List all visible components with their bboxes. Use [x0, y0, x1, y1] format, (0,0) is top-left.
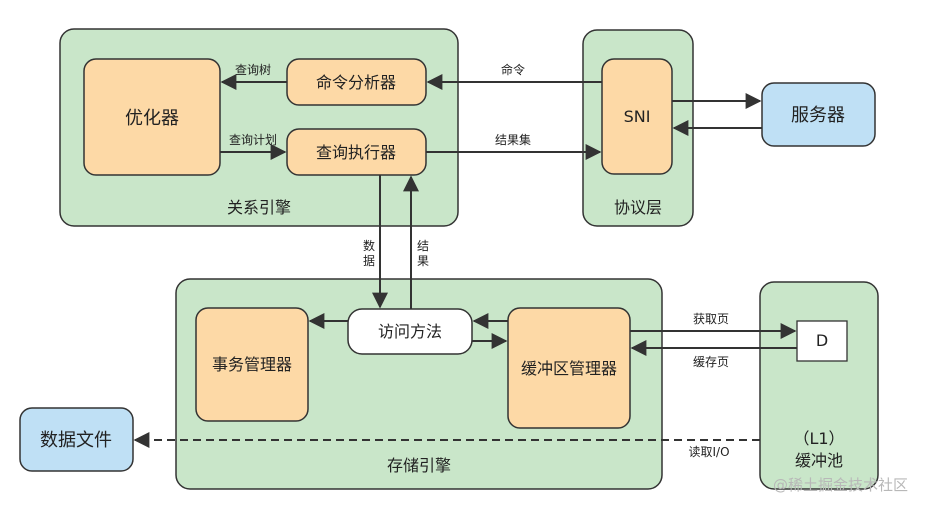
label-query-tree: 查询树 [235, 62, 271, 77]
optimizer-label: 优化器 [125, 108, 179, 129]
label-data-1: 数 [363, 238, 375, 253]
transaction-manager-box [195, 307, 309, 422]
label-result-1: 结 [417, 239, 429, 253]
page-d-box [796, 320, 848, 362]
protocol-layer-label: 协议层 [614, 198, 662, 217]
label-get-page: 获取页 [693, 312, 729, 326]
buffer-manager-label: 缓冲区管理器 [521, 359, 617, 378]
buffer-pool-label-line1: （L1） [793, 429, 844, 448]
label-cache-page: 缓存页 [693, 355, 729, 369]
label-command: 命令 [501, 62, 525, 77]
transaction-manager-label: 事务管理器 [212, 355, 292, 374]
label-read-io: 读取I/O [688, 445, 729, 459]
access-methods-label: 访问方法 [378, 322, 442, 341]
page-d-label: D [816, 331, 828, 350]
buffer-manager-box [507, 307, 631, 429]
watermark: @稀土掘金技术社区 [773, 476, 908, 494]
label-result-2: 果 [417, 254, 429, 268]
buffer-pool-label-line2: 缓冲池 [795, 451, 843, 470]
query-executor-label: 查询执行器 [316, 143, 396, 162]
command-parser-label: 命令分析器 [316, 73, 396, 92]
label-data-2: 据 [363, 254, 375, 268]
relational-engine-label: 关系引擎 [227, 198, 291, 217]
optimizer-box [83, 58, 221, 176]
label-query-plan: 查询计划 [229, 133, 277, 147]
sni-box [601, 58, 673, 175]
server-box [761, 82, 876, 147]
storage-engine-label: 存储引擎 [387, 456, 451, 475]
data-file-label: 数据文件 [40, 430, 112, 451]
label-result-set: 结果集 [495, 132, 531, 147]
sni-label: SNI [624, 107, 651, 126]
server-label: 服务器 [791, 105, 845, 126]
data-file-box [19, 407, 134, 472]
